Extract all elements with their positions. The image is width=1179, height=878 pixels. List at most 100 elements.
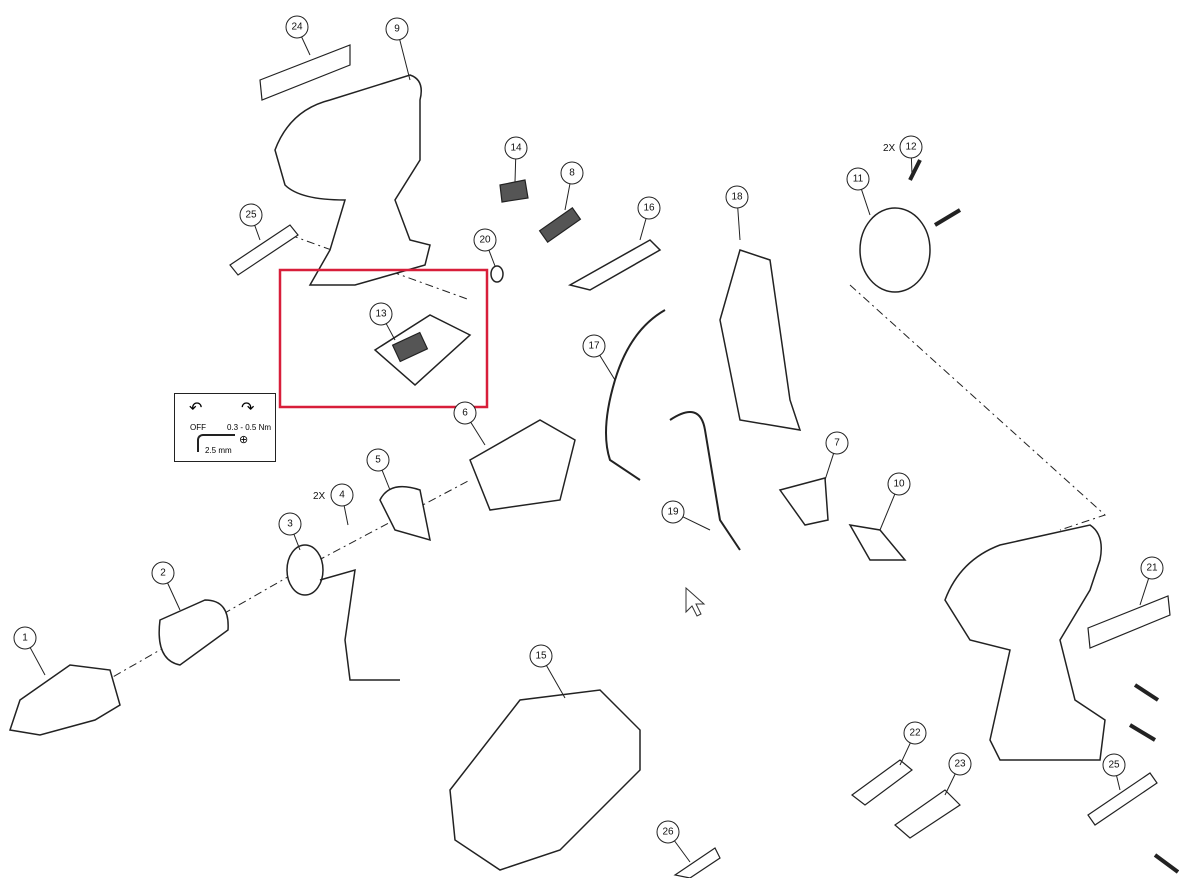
callout-6: 6: [453, 401, 486, 446]
callout-number: 25: [245, 210, 257, 221]
cw-arrow-icon: ↷: [241, 400, 255, 417]
leader-line: [488, 250, 496, 267]
callout-circle: [369, 302, 393, 326]
direction-switch-part: [848, 524, 907, 561]
off-label: OFF: [190, 423, 206, 432]
qty-marker-12: 2X: [883, 143, 896, 154]
torque-label: 0.3 - 0.5 Nm: [227, 423, 272, 432]
callout-circle: [473, 228, 497, 252]
leader-line: [737, 207, 741, 241]
callout-circle: [887, 472, 911, 496]
torque-legend: ↶ ↷ OFF 0.3 - 0.5 Nm ⊕ 2.5 mm: [174, 393, 276, 462]
callout-number: 12: [905, 142, 917, 153]
callout-number: 20: [479, 235, 491, 246]
callout-number: 2: [160, 568, 166, 579]
callout-number: 26: [662, 827, 674, 838]
wire-harness-part: [605, 309, 666, 481]
leader-line: [546, 665, 566, 699]
wire-part: [319, 568, 400, 681]
callout-10: 10: [879, 472, 911, 531]
clip-part: [499, 179, 529, 203]
callout-26: 26: [656, 820, 691, 863]
callout-circle: [330, 483, 354, 507]
leader-line: [1139, 578, 1150, 606]
leader-line: [293, 534, 301, 551]
wiring-frame-part: [719, 249, 802, 431]
leader-line: [167, 582, 181, 611]
label-24-part: [259, 44, 351, 101]
callout-25: 25: [1102, 753, 1126, 791]
leader-line: [385, 323, 396, 341]
callout-1: 1: [13, 626, 46, 676]
callout-circle: [948, 752, 972, 776]
gear-housing-part: [379, 485, 431, 542]
gear-part: [286, 544, 324, 596]
callout-circle: [582, 334, 606, 358]
callout-circle: [1102, 753, 1126, 777]
screw-part: [1153, 853, 1179, 874]
leader-line: [899, 742, 911, 766]
housing-left-part: [274, 74, 431, 286]
chip: [391, 331, 429, 363]
callout-number: 13: [375, 309, 387, 320]
callout-number: 8: [569, 168, 575, 179]
callout-circle: [903, 721, 927, 745]
callout-circle: [285, 15, 309, 39]
mouse-cursor-icon: [685, 586, 706, 617]
callout-2: 2: [151, 561, 181, 611]
callout-8: 8: [560, 161, 584, 211]
callout-circle: [13, 626, 37, 650]
screw-part: [1133, 683, 1160, 702]
leader-line: [861, 189, 871, 216]
callout-number: 5: [375, 455, 381, 466]
callout-circle: [637, 196, 661, 220]
callout-number: 16: [643, 203, 655, 214]
leader-line: [399, 39, 411, 81]
callout-21: 21: [1139, 556, 1164, 606]
screw-part: [1128, 723, 1157, 742]
callout-circle: [366, 448, 390, 472]
callout-number: 18: [731, 192, 743, 203]
callout-25: 25: [239, 203, 263, 241]
callout-circle: [239, 203, 263, 227]
callout-circle: [453, 401, 477, 425]
callout-circle: [656, 820, 680, 844]
callout-circle: [560, 161, 584, 185]
callout-20: 20: [473, 228, 497, 267]
label-25b-part: [1087, 772, 1158, 826]
switch-board-part: [567, 239, 662, 291]
ccw-arrow-icon: ↶: [189, 400, 203, 417]
callout-11: 11: [846, 167, 871, 216]
screw-part: [933, 208, 962, 227]
callout-circle: [529, 644, 553, 668]
callout-number: 1: [22, 633, 28, 644]
leader-line: [599, 355, 616, 381]
callout-number: 23: [954, 759, 966, 770]
leader-line: [254, 225, 261, 241]
callout-circle: [899, 135, 923, 159]
callout-circle: [661, 500, 685, 524]
callout-5: 5: [366, 448, 391, 491]
spring-part: [538, 206, 582, 244]
leader-line: [674, 840, 691, 863]
callout-circle: [278, 512, 302, 536]
end-cap-part: [859, 207, 931, 293]
leader-line: [639, 218, 647, 241]
callout-number: 6: [462, 408, 468, 419]
callout-9: 9: [385, 17, 411, 81]
callout-19: 19: [661, 500, 711, 531]
callout-number: 19: [667, 507, 679, 518]
label-25-part: [229, 224, 299, 276]
housing-right-part: [944, 524, 1106, 761]
leader-line: [470, 422, 486, 446]
hex-key-label: 2.5 mm: [205, 446, 232, 455]
callout-17: 17: [582, 334, 616, 381]
anvil-assembly-part: [9, 664, 121, 736]
leader-line: [879, 493, 896, 531]
label-21-part: [1087, 595, 1171, 649]
callout-circle: [1140, 556, 1164, 580]
trigger-part: [778, 477, 829, 526]
washer-part: [490, 265, 504, 283]
label-26-part: [673, 847, 721, 878]
